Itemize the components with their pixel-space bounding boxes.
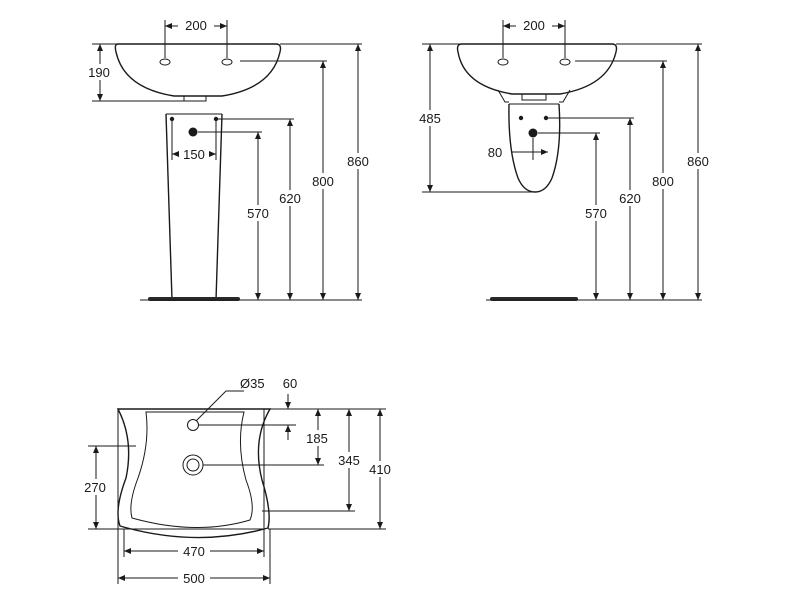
waste-outlet [188, 127, 198, 137]
dim-bowl-width: 470 [183, 544, 205, 559]
dim-drain-spacing: 150 [183, 147, 205, 162]
semi-pedestal-shroud [508, 103, 561, 193]
drain-outer [182, 454, 204, 476]
waste-outlet [528, 128, 538, 138]
dim-tap-spacing: 200 [185, 18, 207, 33]
dim-drain-height: 570 [247, 206, 269, 221]
dim-tap-hole-diameter: Ø35 [240, 376, 265, 391]
dim-waste-height: 620 [279, 191, 301, 206]
plan-back-edge [117, 408, 265, 530]
pedestal-basin-outline [114, 43, 282, 97]
pedestal-column [165, 113, 223, 301]
drain-inner [186, 458, 200, 472]
water-supply-left [518, 115, 524, 121]
dim-waste-height: 620 [619, 191, 641, 206]
bracket-left [497, 89, 509, 103]
semi-pedestal-elevation-view: 200 485 80 570 620 800 860 [414, 17, 714, 301]
basin-trap [183, 96, 207, 102]
tap-hole [187, 419, 199, 431]
dim-basin-depth: 190 [88, 65, 110, 80]
pedestal-elevation-view: 200 190 150 570 620 800 860 [84, 17, 374, 301]
tap-hole-left [159, 58, 171, 66]
dim-tap-offset: 60 [283, 376, 297, 391]
dim-shroud-bottom: 485 [419, 111, 441, 126]
water-supply-right [543, 115, 549, 121]
dim-drain-offset: 80 [488, 145, 502, 160]
plan-view: Ø35 60 185 345 410 270 470 [80, 376, 396, 586]
dim-side-depth: 270 [84, 480, 106, 495]
dim-overall-depth: 410 [369, 462, 391, 477]
bracket-right [559, 89, 571, 103]
dim-rim-height: 800 [652, 174, 674, 189]
dim-overall-height: 860 [687, 154, 709, 169]
dim-rim-height: 800 [312, 174, 334, 189]
dim-back-to-drain: 345 [338, 453, 360, 468]
dim-tap-to-drain: 185 [306, 431, 328, 446]
dim-overall-height: 860 [347, 154, 369, 169]
tap-hole-right [559, 58, 571, 66]
tap-hole-left [497, 58, 509, 66]
dim-drain-height: 570 [585, 206, 607, 221]
semi-pedestal-basin-outline [456, 43, 618, 95]
plan-bowl-inner [130, 411, 253, 528]
plan-basin-outline [116, 408, 272, 539]
tap-hole-right [221, 58, 233, 66]
dim-tap-spacing: 200 [523, 18, 545, 33]
dim-overall-width: 500 [183, 571, 205, 586]
